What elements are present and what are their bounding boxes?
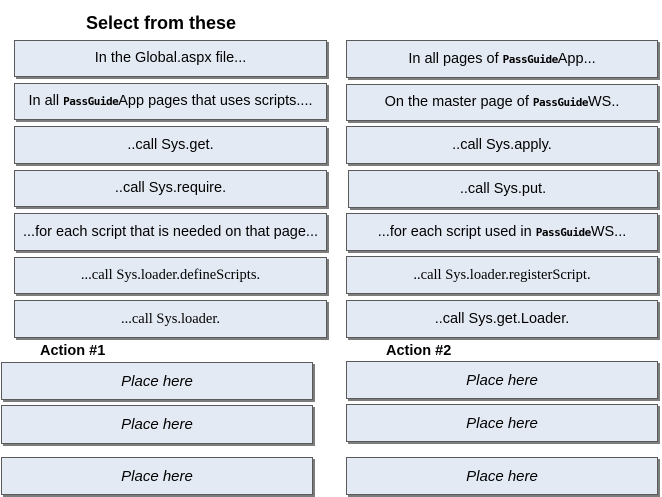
option-text: ..call Sys.apply. (452, 136, 552, 153)
brand-wordmark: PassGuide (502, 52, 559, 66)
option-right-7[interactable]: ..call Sys.get.Loader. (346, 300, 658, 338)
option-text: ..call Sys.put. (459, 180, 547, 197)
option-left-7[interactable]: ...call Sys.loader. (14, 300, 327, 338)
option-left-5[interactable]: ...for each script that is needed on tha… (14, 213, 327, 251)
slot-placeholder: Place here (466, 371, 538, 389)
action-2-label: Action #2 (386, 343, 452, 359)
option-right-3[interactable]: ..call Sys.apply. (346, 126, 658, 164)
brand-wordmark: PassGuide (63, 95, 119, 108)
option-left-3[interactable]: ..call Sys.get. (14, 126, 327, 164)
option-text: In all pages of PassGuideApp... (408, 50, 596, 67)
slot-placeholder: Place here (121, 372, 193, 390)
page-title: Select from these (86, 13, 237, 33)
option-text: ...call Sys.loader.defineScripts. (80, 267, 261, 283)
option-right-4[interactable]: ..call Sys.put. (348, 170, 658, 208)
option-right-1[interactable]: In all pages of PassGuideApp... (346, 40, 658, 78)
option-text: ..call Sys.require. (114, 180, 227, 196)
action-2-slot-2[interactable]: Place here (346, 404, 658, 442)
option-text: In all PassGuideApp pages that uses scri… (28, 93, 313, 109)
action-2-slot-1[interactable]: Place here (346, 361, 658, 399)
option-left-1[interactable]: In the Global.aspx file... (14, 40, 327, 77)
option-text: ..call Sys.loader.registerScript. (413, 266, 591, 283)
option-left-2[interactable]: In all PassGuideApp pages that uses scri… (14, 83, 327, 120)
option-left-6[interactable]: ...call Sys.loader.defineScripts. (14, 257, 327, 294)
option-text: ...for each script used in PassGuideWS..… (377, 223, 627, 240)
option-text: ..call Sys.get.Loader. (434, 310, 570, 327)
slot-placeholder: Place here (466, 467, 538, 485)
action-2-slot-3[interactable]: Place here (346, 457, 658, 495)
option-right-2[interactable]: On the master page of PassGuideWS.. (346, 84, 658, 121)
slot-placeholder: Place here (121, 416, 193, 433)
brand-wordmark: PassGuide (535, 225, 592, 239)
option-text: ...call Sys.loader. (120, 310, 221, 327)
slot-placeholder: Place here (466, 414, 538, 432)
slot-placeholder: Place here (121, 467, 193, 485)
option-text: In the Global.aspx file... (94, 50, 247, 66)
option-right-6[interactable]: ..call Sys.loader.registerScript. (346, 256, 658, 294)
option-right-5[interactable]: ...for each script used in PassGuideWS..… (346, 213, 658, 251)
option-left-4[interactable]: ..call Sys.require. (14, 170, 327, 207)
option-text: On the master page of PassGuideWS.. (384, 94, 620, 110)
option-text: ...for each script that is needed on tha… (22, 223, 319, 240)
action-1-slot-3[interactable]: Place here (1, 457, 313, 495)
brand-wordmark: PassGuide (532, 96, 589, 109)
option-text: ..call Sys.get. (127, 136, 214, 153)
action-1-label: Action #1 (40, 343, 106, 359)
action-1-slot-2[interactable]: Place here (1, 405, 313, 444)
action-1-slot-1[interactable]: Place here (1, 362, 313, 400)
